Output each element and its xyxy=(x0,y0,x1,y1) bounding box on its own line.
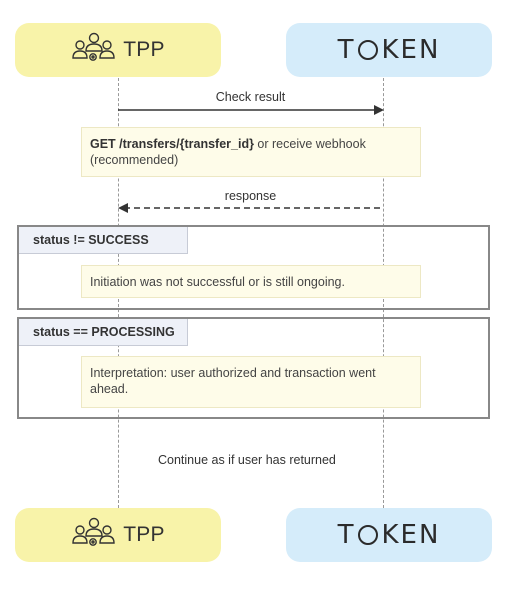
note-request: GET /transfers/{transfer_id} or receive … xyxy=(81,127,421,177)
message-check-result-label: Check result xyxy=(215,90,286,104)
frame-not-success-label: status != SUCCESS xyxy=(19,227,188,254)
note-request-text: or receive webhook (recommended) xyxy=(90,137,366,167)
note-processing: Interpretation: user authorized and tran… xyxy=(81,356,421,408)
users-gear-icon xyxy=(71,32,117,69)
tpp-participant-top: TPP xyxy=(15,23,221,77)
message-response-arrow xyxy=(118,203,383,213)
tpp-label-top: TPP xyxy=(123,38,165,61)
frame-processing-label: status == PROCESSING xyxy=(19,319,188,346)
message-check-result-arrow xyxy=(118,105,384,115)
note-not-success: Initiation was not successful or is stil… xyxy=(81,265,421,298)
frame-not-success: status != SUCCESS xyxy=(17,225,490,310)
note-request-endpoint: GET /transfers/{transfer_id} xyxy=(90,137,254,151)
users-gear-icon xyxy=(71,517,117,554)
footer-continue-text: Continue as if user has returned xyxy=(156,453,338,467)
tpp-participant-bottom: TPP xyxy=(15,508,221,562)
frame-processing: status == PROCESSING xyxy=(17,317,490,419)
tpp-label-bottom: TPP xyxy=(123,523,165,546)
message-response-label: response xyxy=(224,189,277,203)
